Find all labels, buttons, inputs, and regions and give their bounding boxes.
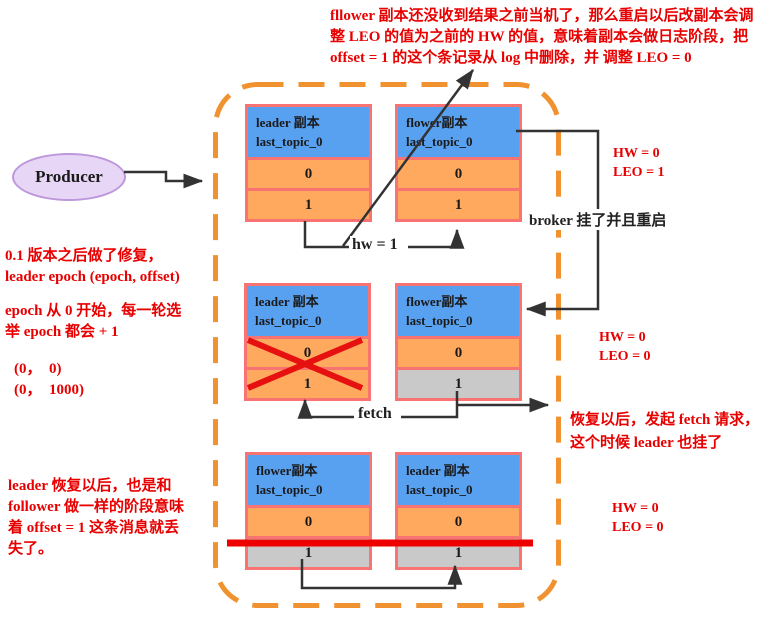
offset-row-0: 0: [247, 339, 368, 367]
offset-row-1: 1: [398, 191, 519, 219]
note-epoch-pairs: (0， 0) (0， 1000): [14, 361, 84, 398]
replica-title: flower副本: [406, 294, 468, 309]
table-leader-1: leader 副本 last_topic_0 0 1: [245, 104, 372, 222]
note-epoch: epoch 从 0 开始，每一轮选 举 epoch 都会 + 1: [5, 303, 182, 340]
offset-row-1: 1: [248, 539, 369, 567]
top-note: fllower 副本还没收到结果之前当机了，那么重启以后改副本会调 整 LEO …: [330, 8, 754, 66]
offset-row-1: 1: [248, 191, 369, 219]
hw-bracket-left-line: [303, 221, 349, 249]
offset-row-1: 1: [398, 370, 519, 398]
replica-topic: last_topic_0: [406, 482, 473, 497]
table-flower-1: flower副本 last_topic_0 0 1: [395, 104, 522, 222]
arrow-producer-to-broker: [124, 170, 204, 189]
state-hw-leo-1: HW = 0 LEO = 1: [613, 146, 665, 180]
table-leader-2: leader 副本 last_topic_0 0 1: [244, 283, 371, 401]
table-flower-3: flower副本 last_topic_0 0 1: [245, 452, 372, 570]
hw-label: hw = 1: [350, 236, 400, 254]
producer-node: Producer: [12, 153, 126, 201]
replica-topic: last_topic_0: [256, 482, 323, 497]
table-header: leader 副本 last_topic_0: [248, 107, 369, 157]
replica-topic: last_topic_0: [406, 134, 473, 149]
replica-title: leader 副本: [406, 463, 470, 478]
table-flower-2: flower副本 last_topic_0 0 1: [395, 283, 522, 401]
hw-bracket-right-arrow: [408, 228, 465, 249]
offset-row-0: 0: [398, 160, 519, 188]
fetch-label: fetch: [356, 405, 394, 423]
table-header: leader 副本 last_topic_0: [247, 286, 368, 336]
table-header: flower副本 last_topic_0: [248, 455, 369, 505]
offset-row-0: 0: [248, 508, 369, 536]
offset-row-0: 0: [248, 160, 369, 188]
fetch-bracket-left-arrow: [297, 398, 354, 419]
offset-row-0: 0: [398, 508, 519, 536]
note-recover: 恢复以后，发起 fetch 请求， 这个时候 leader 也挂了: [570, 412, 760, 451]
note-version-fix: 0.1 版本之后做了修复， leader epoch (epoch, offse…: [5, 248, 180, 285]
broker-restart-label: broker 挂了并且重启: [527, 209, 669, 230]
table-header: leader 副本 last_topic_0: [398, 455, 519, 505]
table-header: flower副本 last_topic_0: [398, 107, 519, 157]
replica-topic: last_topic_0: [406, 313, 473, 328]
replica-title: flower副本: [256, 463, 318, 478]
replica-topic: last_topic_0: [256, 134, 323, 149]
note-bottom-left: leader 恢复以后，也是和 follower 做一样的阶段意味 着 offs…: [8, 478, 184, 557]
replica-topic: last_topic_0: [255, 313, 322, 328]
offset-row-1: 1: [398, 539, 519, 567]
replica-title: leader 副本: [255, 294, 319, 309]
table-leader-3: leader 副本 last_topic_0 0 1: [395, 452, 522, 570]
table-header: flower副本 last_topic_0: [398, 286, 519, 336]
offset-row-0: 0: [398, 339, 519, 367]
state-hw-leo-3: HW = 0 LEO = 0: [612, 501, 664, 535]
state-hw-leo-2: HW = 0 LEO = 0: [599, 330, 651, 364]
offset-row-1: 1: [247, 370, 368, 398]
replica-title: leader 副本: [256, 115, 320, 130]
replica-title: flower副本: [406, 115, 468, 130]
